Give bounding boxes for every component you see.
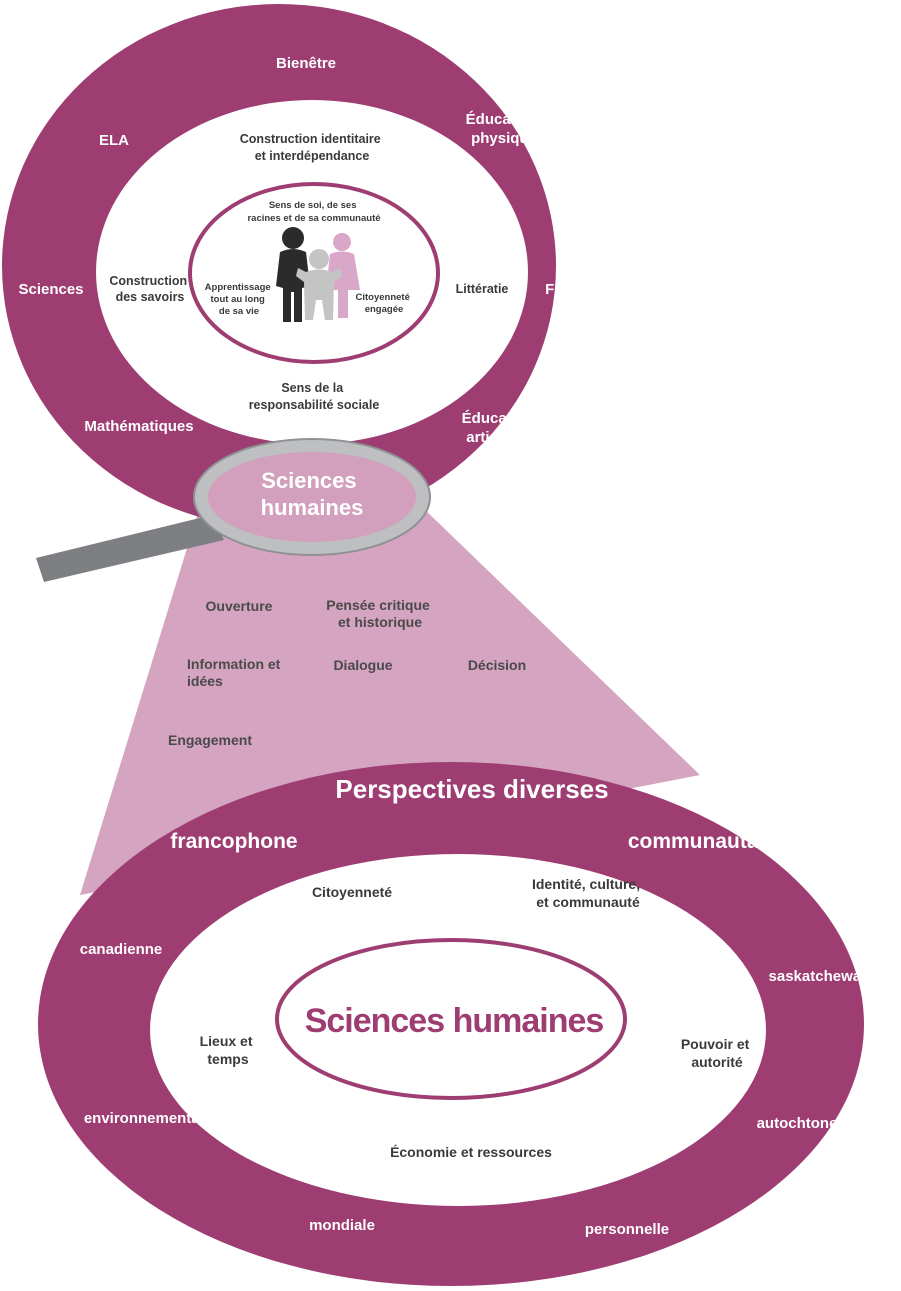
subject-education-artistique: Éducation artistique <box>462 410 539 446</box>
subject-education-physique-line1: Éducation <box>466 111 539 128</box>
subject-education-physique: Éducation physique <box>466 111 543 147</box>
subject-education-artistique-line2: artistique <box>466 429 534 446</box>
top-circle: Bienêtre ELA Éducation physique Sciences… <box>2 4 607 528</box>
core-citoyennete-engagee-line2: engagée <box>365 304 404 315</box>
core-apprentissage-line3: de sa vie <box>219 306 259 317</box>
competency-information-line2: idées <box>187 673 223 689</box>
goal-construction-identitaire: Construction identitaire et interdépenda… <box>240 132 384 163</box>
subject-education-artistique-line1: Éducation <box>462 410 535 427</box>
perspective-personnelle: personnelle <box>585 1221 669 1238</box>
subject-sciences: Sciences <box>18 281 83 298</box>
perspective-autochtone: autochtone <box>757 1115 838 1132</box>
core-sens-de-soi-line1: Sens de soi, de ses <box>269 200 357 211</box>
competency-pensee-line1: Pensée critique <box>326 597 430 613</box>
competency-pensee: Pensée critique et historique <box>326 597 433 630</box>
perspective-communautaire: communautaire <box>628 830 784 853</box>
competency-information: Information et idées <box>187 656 284 689</box>
goal-construction-savoirs-line1: Construction <box>109 274 187 288</box>
goal-construction-identitaire-line1: Construction identitaire <box>240 132 381 146</box>
core-sens-de-soi-line2: racines et de sa communauté <box>247 213 380 224</box>
competency-dialogue: Dialogue <box>333 657 392 673</box>
competency-decision: Décision <box>468 657 526 673</box>
theme-economie: Économie et ressources <box>390 1144 552 1160</box>
center-label: Sciences humaines <box>305 1002 604 1040</box>
competency-engagement: Engagement <box>168 732 252 748</box>
subject-ela: ELA <box>99 132 129 149</box>
bottom-title: Perspectives diverses <box>335 774 608 804</box>
bottom-circle: Perspectives diverses francophone commun… <box>38 762 899 1286</box>
goal-responsabilite: Sens de la responsabilité sociale <box>249 381 380 412</box>
competency-information-line1: Information et <box>187 656 281 672</box>
core-apprentissage-line2: tout au long <box>211 294 266 305</box>
bottom-core-ellipse <box>275 938 627 1100</box>
subject-education-physique-line2: physique <box>471 130 537 147</box>
subject-bienetre: Bienêtre <box>276 55 336 72</box>
goal-responsabilite-line1: Sens de la <box>281 381 344 395</box>
goal-construction-savoirs-line2: des savoirs <box>116 290 185 304</box>
magnifier-handle <box>36 515 224 582</box>
goal-litteratie: Littératie <box>456 282 509 296</box>
goal-construction-savoirs: Construction des savoirs <box>109 274 190 304</box>
perspective-francophone: francophone <box>170 830 297 853</box>
theme-pouvoir: Pouvoir et autorité <box>681 1036 753 1070</box>
children-figures-icon <box>276 227 360 322</box>
core-citoyennete-engagee-line1: Citoyenneté <box>355 292 409 303</box>
competency-pensee-line2: et historique <box>338 614 422 630</box>
perspective-canadienne: canadienne <box>80 941 163 958</box>
theme-lieux: Lieux et temps <box>200 1033 257 1067</box>
core-citoyennete-engagee: Citoyenneté engagée <box>355 292 412 315</box>
perspective-mondiale: mondiale <box>309 1217 375 1234</box>
theme-lieux-line2: temps <box>207 1051 248 1067</box>
magnifier-label: Sciences humaines <box>261 468 364 520</box>
theme-lieux-line1: Lieux et <box>200 1033 253 1049</box>
goal-construction-identitaire-line2: et interdépendance <box>255 149 370 163</box>
theme-identite: Identité, culture, et communauté <box>532 876 644 910</box>
perspective-saskatchewanaise: saskatchewanaise <box>769 968 900 985</box>
theme-identite-line2: et communauté <box>536 894 640 910</box>
magnifying-glass-icon: Sciences humaines <box>36 438 431 582</box>
magnifier-label-line2: humaines <box>261 495 364 520</box>
theme-citoyennete: Citoyenneté <box>312 884 392 900</box>
theme-pouvoir-line2: autorité <box>691 1054 743 1070</box>
perspective-environnementale: environnementale <box>84 1110 212 1127</box>
theme-pouvoir-line1: Pouvoir et <box>681 1036 750 1052</box>
competencies: Ouverture Pensée critique et historique … <box>168 597 526 748</box>
theme-identite-line1: Identité, culture, <box>532 876 640 892</box>
core-sens-de-soi: Sens de soi, de ses racines et de sa com… <box>247 200 380 224</box>
subject-francais: Français <box>545 281 607 298</box>
subject-mathematiques: Mathématiques <box>84 418 193 435</box>
core-apprentissage: Apprentissage tout au long de sa vie <box>205 282 274 317</box>
magnifier-lens <box>208 452 416 542</box>
competency-ouverture: Ouverture <box>206 598 273 614</box>
magnifier-label-line1: Sciences <box>261 468 356 493</box>
core-apprentissage-line1: Apprentissage <box>205 282 271 293</box>
goal-responsabilite-line2: responsabilité sociale <box>249 398 380 412</box>
